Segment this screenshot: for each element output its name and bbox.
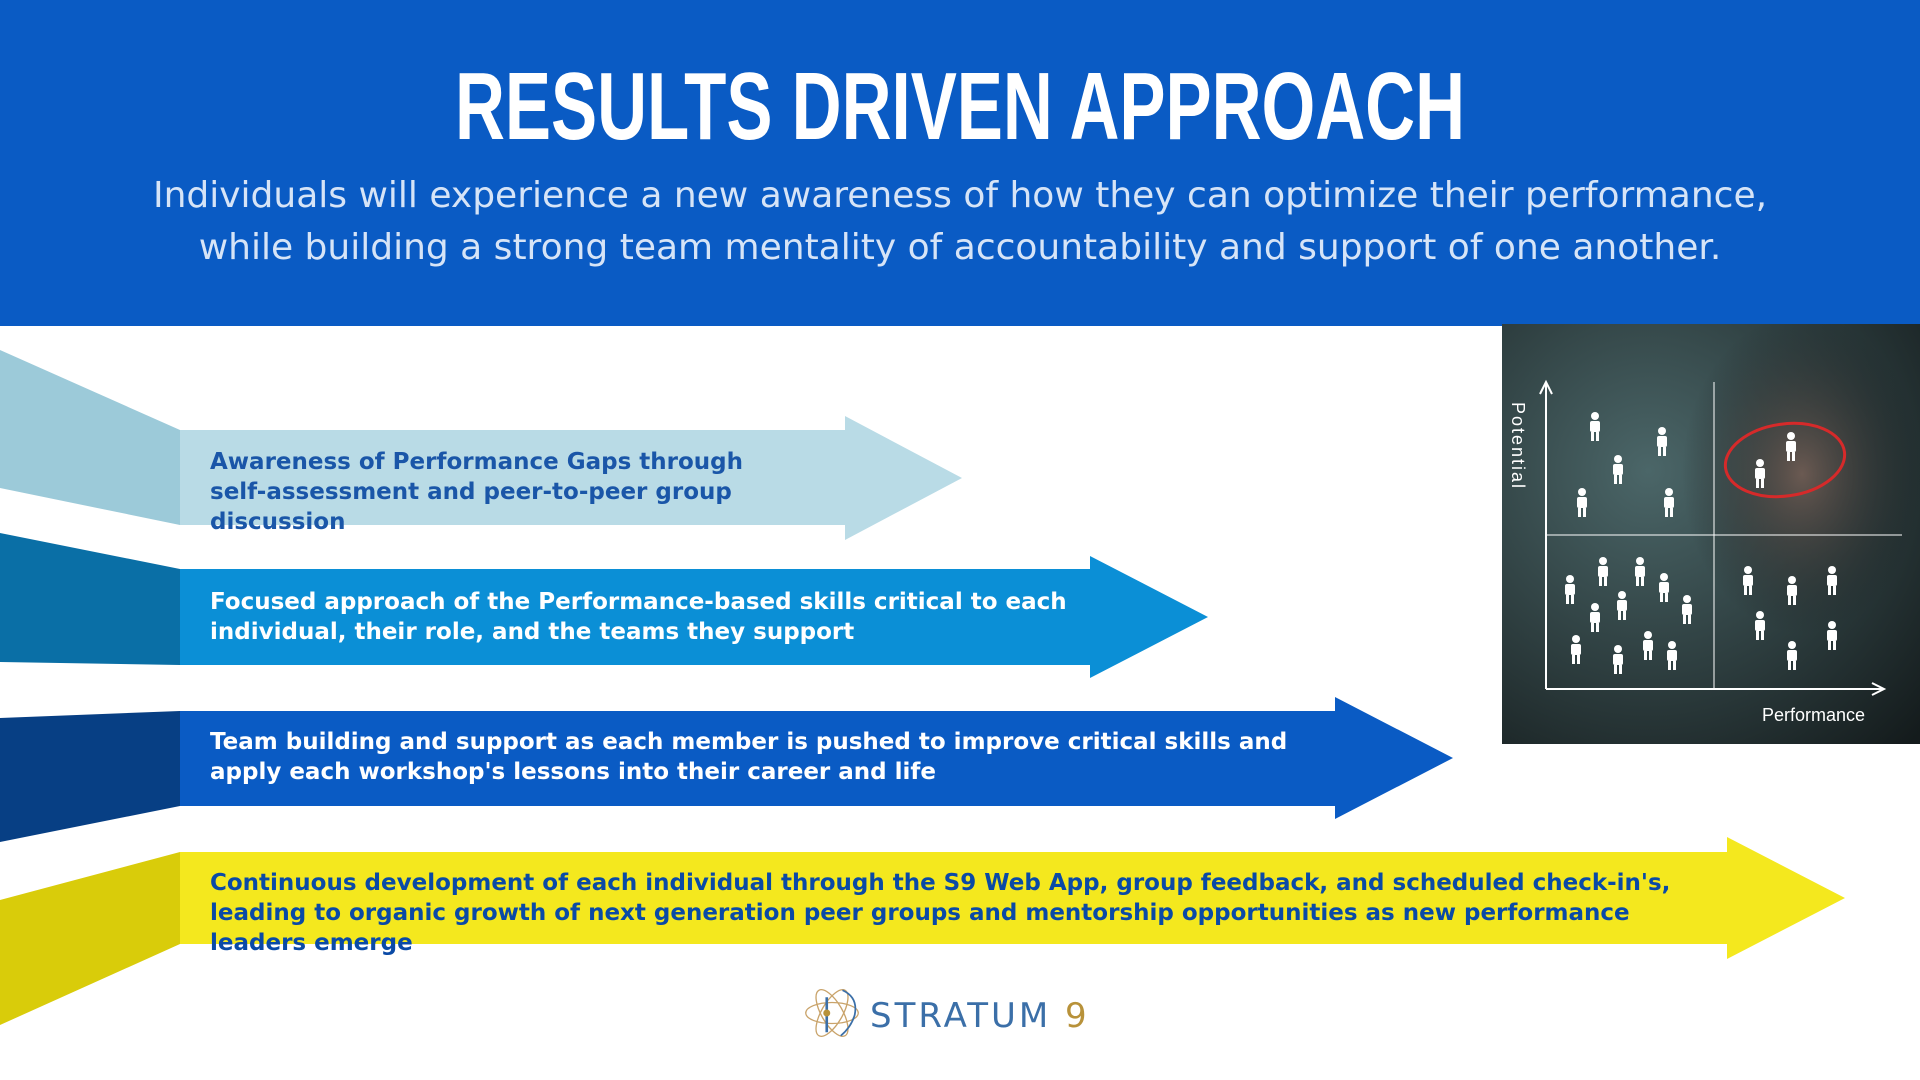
logo-wordmark: STRATUM [870, 996, 1052, 1036]
performance-axis-label: Performance [1762, 705, 1865, 725]
presenter-silhouette [1682, 324, 1920, 634]
arrow-1-body [180, 416, 962, 540]
arrow-3-text: Team building and support as each member… [210, 729, 1288, 785]
arrow-3-body [180, 697, 1453, 819]
arrow-4-tail [0, 852, 180, 1025]
logo-number: 9 [1065, 996, 1090, 1036]
performance-potential-photo: Potential Performance [1502, 324, 1920, 744]
arrow-4-body [180, 837, 1845, 959]
arrow-2-body [180, 556, 1208, 678]
arrow-1-tail [0, 350, 180, 525]
page-title: RESULTS DRIVEN APPROACH [454, 53, 1466, 160]
arrow-3-tail [0, 711, 180, 842]
highlight-circle [1723, 421, 1847, 499]
stratum9-logo-icon [805, 989, 859, 1037]
arrow-2-text: Focused approach of the Performance-base… [210, 589, 1067, 645]
arrow-2-tail [0, 533, 180, 665]
arrow-4-text: Continuous development of each individua… [210, 870, 1671, 956]
arrow-1-text: Awareness of Performance Gaps through se… [210, 449, 744, 535]
stratum9-logo-text: STRATUM 9 [870, 996, 1090, 1036]
potential-axis-label: Potential [1508, 402, 1528, 490]
page-subtitle: Individuals will experience a new awaren… [152, 175, 1768, 268]
header-banner: RESULTS DRIVEN APPROACH Individuals will… [0, 0, 1920, 326]
